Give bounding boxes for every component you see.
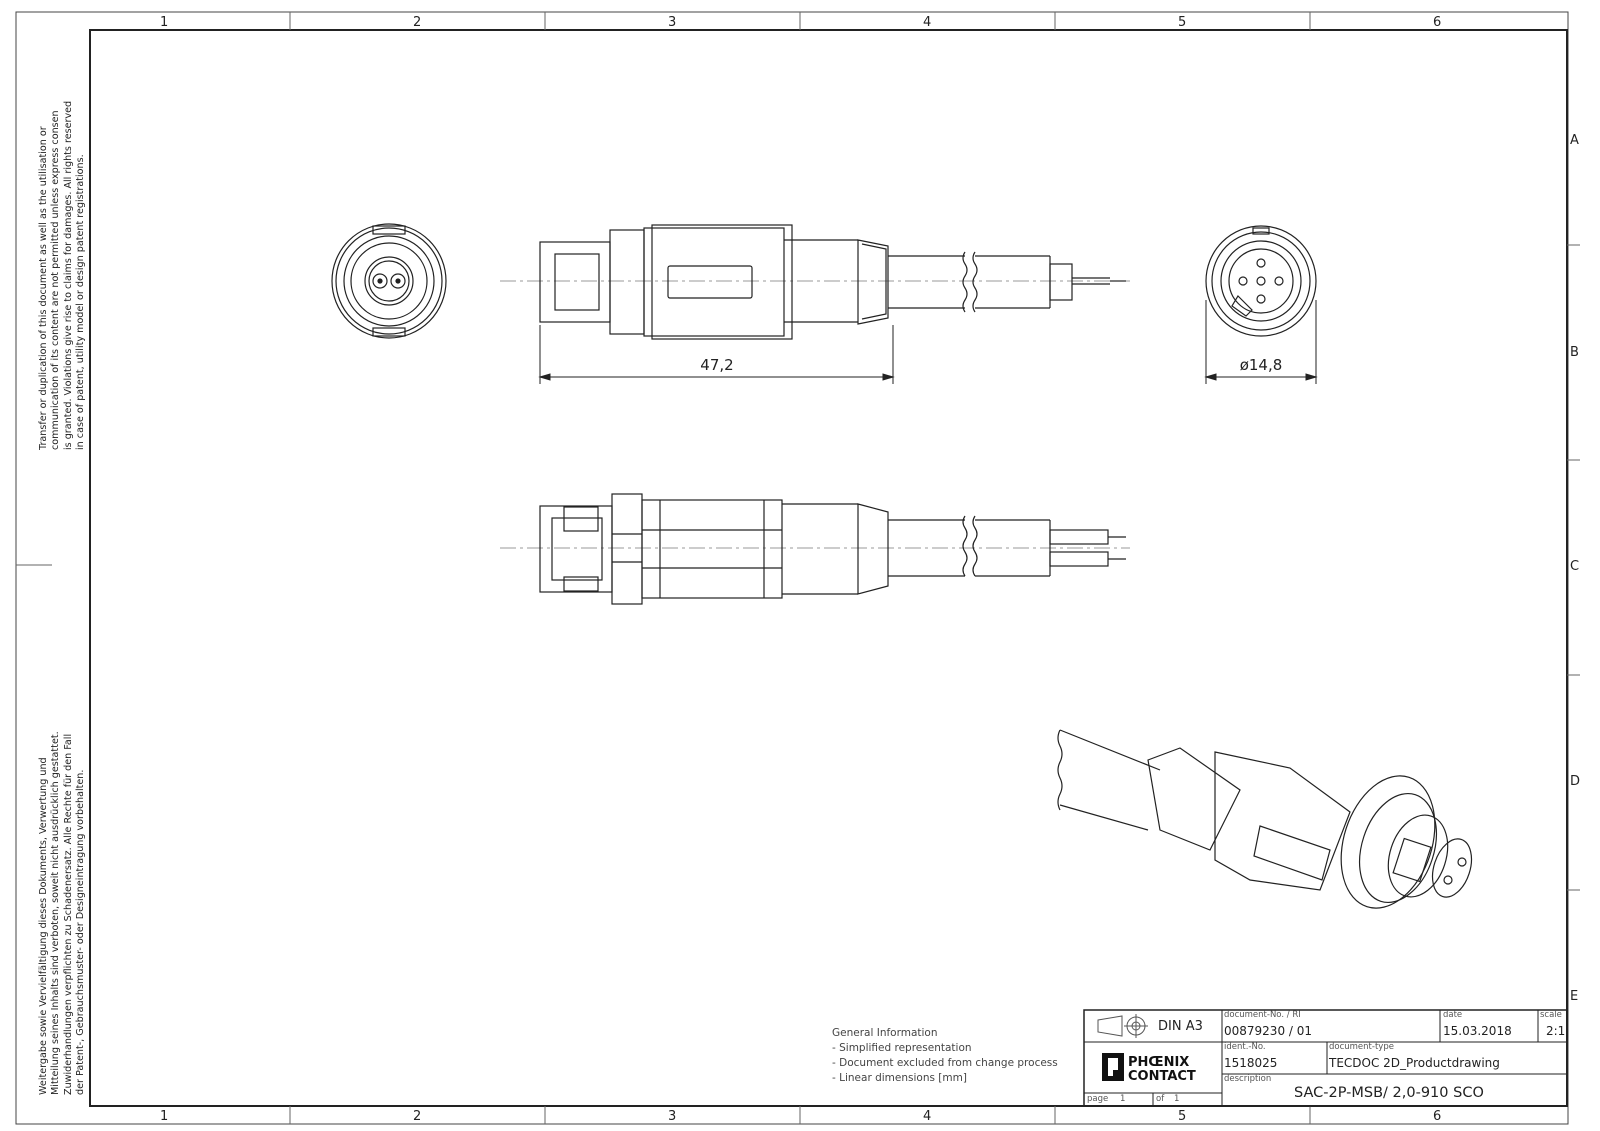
- row-marker: E: [1570, 989, 1578, 1004]
- legal-notice-de: Weitergabe sowie Vervielfältigung dieses…: [38, 675, 98, 1095]
- legal-notice-en: Transfer or duplication of this document…: [38, 30, 98, 450]
- column-ticks: [289, 12, 1311, 1124]
- legal-notice-de-line: der Patent-, Gebrauchsmuster- oder Desig…: [74, 769, 86, 1095]
- row-marker: A: [1570, 133, 1579, 148]
- date-label: date: [1443, 1010, 1463, 1020]
- of-label: of: [1156, 1094, 1165, 1104]
- row-marker: D: [1570, 774, 1580, 789]
- column-marker-bottom: 1: [160, 1109, 168, 1124]
- general-information-item: - Simplified representation: [832, 1042, 972, 1054]
- projection-symbol-icon: [1097, 1014, 1148, 1038]
- document-no-label: document-No. / RI: [1224, 1010, 1301, 1020]
- column-marker-bottom: 2: [413, 1109, 421, 1124]
- general-information: General Information - Simplified represe…: [832, 1026, 1058, 1086]
- legal-notice-de-line: Mitteilung seines Inhalts sind verboten,…: [50, 731, 62, 1095]
- dimension-diameter-label: ø14,8: [1240, 356, 1283, 374]
- date-value: 15.03.2018: [1443, 1024, 1512, 1038]
- dimension-diameter: [1204, 300, 1318, 384]
- page-value: 1: [1120, 1094, 1126, 1104]
- connector-side-view-top: [500, 224, 1130, 340]
- svg-text:CONTACT: CONTACT: [1128, 1069, 1196, 1084]
- description-label: description: [1224, 1074, 1272, 1084]
- legal-notice-en-line: in case of patent, utility model or desi…: [74, 154, 86, 450]
- connector-rear-view: [1205, 225, 1317, 337]
- row-ticks: [1567, 244, 1580, 891]
- connector-front-view: [331, 223, 447, 339]
- general-information-item: - Document excluded from change process: [832, 1057, 1058, 1069]
- column-marker-top: 3: [668, 15, 676, 30]
- dimension-length: [538, 325, 895, 384]
- general-information-heading: General Information: [832, 1027, 938, 1039]
- column-marker-bottom: 6: [1433, 1109, 1441, 1124]
- of-value: 1: [1174, 1094, 1180, 1104]
- outer-frame: [15, 11, 1569, 1125]
- title-block: [1083, 1009, 1568, 1107]
- column-marker-top: 4: [923, 15, 931, 30]
- legal-notice-en-line: communication of its content are not per…: [50, 110, 62, 450]
- inner-frame: [89, 29, 1568, 1107]
- connector-side-view-bottom: [500, 493, 1130, 605]
- column-marker-top: 5: [1178, 15, 1186, 30]
- general-information-item: - Linear dimensions [mm]: [832, 1072, 967, 1084]
- ident-label: ident.-No.: [1224, 1042, 1266, 1052]
- legal-notice-de-line: Weitergabe sowie Vervielfältigung dieses…: [38, 757, 49, 1095]
- legal-notice-de-line: Zuwiderhandlungen verpflichten zu Schade…: [62, 733, 74, 1095]
- doctype-value: TECDOC 2D_Productdrawing: [1329, 1056, 1500, 1070]
- document-no-value: 00879230 / 01: [1224, 1024, 1313, 1038]
- column-marker-top: 6: [1433, 15, 1441, 30]
- doctype-label: document-type: [1329, 1042, 1394, 1052]
- column-marker-top: 1: [160, 15, 168, 30]
- format-value: DIN A3: [1158, 1019, 1203, 1034]
- dimension-length-label: 47,2: [700, 356, 733, 374]
- svg-text:PHŒNIX: PHŒNIX: [1128, 1055, 1189, 1070]
- scale-value: 2:1: [1546, 1024, 1566, 1038]
- legal-notice-en-line: Transfer or duplication of this document…: [38, 126, 49, 450]
- column-marker-top: 2: [413, 15, 421, 30]
- column-marker-bottom: 4: [923, 1109, 931, 1124]
- page-label: page: [1087, 1094, 1109, 1104]
- ident-value: 1518025: [1224, 1056, 1278, 1070]
- legal-notice-en-line: is granted. Violations give rise to clai…: [62, 100, 74, 450]
- column-marker-bottom: 5: [1178, 1109, 1186, 1124]
- scale-label: scale: [1540, 1010, 1562, 1020]
- connector-isometric-view: [1057, 729, 1473, 909]
- description-value: SAC-2P-MSB/ 2,0-910 SCO: [1294, 1085, 1484, 1101]
- row-marker: C: [1570, 559, 1579, 574]
- phoenix-contact-logo: PHŒNIX CONTACT: [1102, 1053, 1196, 1084]
- row-marker: B: [1570, 345, 1579, 360]
- column-marker-bottom: 3: [668, 1109, 676, 1124]
